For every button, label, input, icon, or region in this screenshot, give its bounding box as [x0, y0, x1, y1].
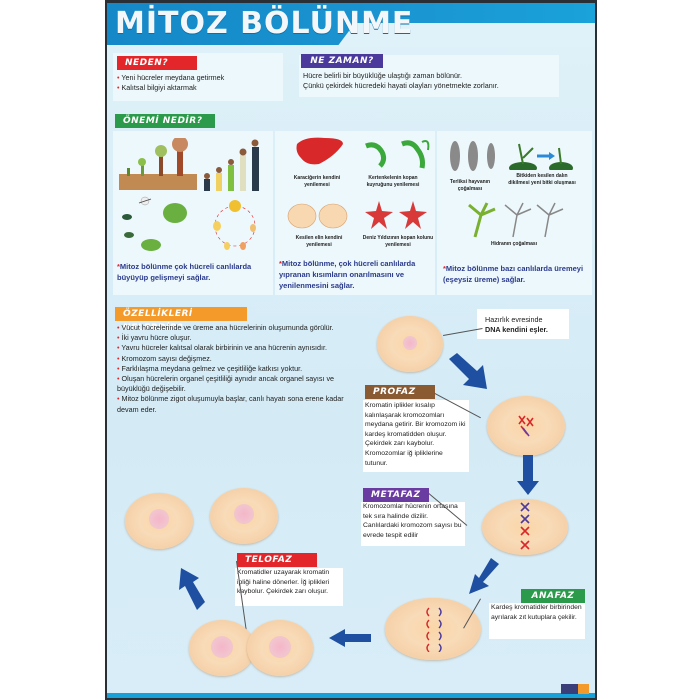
metafaz-text: Kromozomlar hücrenin ortasına tek sıra h…: [363, 503, 462, 539]
anafaz-cell: [385, 598, 481, 660]
ne-zaman-text: Hücre belirli bir büyüklüğe ulaştığı zam…: [303, 71, 499, 91]
anaphase-chromatids-icon: [426, 607, 442, 652]
nucleus: [149, 509, 169, 529]
telofaz-label: TELOFAZ: [237, 553, 317, 567]
chicken-life-cycle-illustration: [213, 200, 256, 250]
hand-illustration: [287, 203, 348, 229]
footer-bar: [107, 693, 595, 698]
liver-illustration: [296, 137, 343, 165]
lizard-illustration: [365, 140, 430, 169]
onemi-panel-growth: [113, 131, 273, 295]
ozellik-item: • Kromozom sayısı değişmez.: [117, 353, 212, 363]
nucleus: [234, 504, 254, 524]
neden-item: • Kalıtsal bilgiyi aktarmak: [117, 83, 197, 93]
metafaz-cell: [482, 499, 568, 555]
ne-zaman-label: NE ZAMAN?: [301, 54, 383, 68]
telofaz-text: Kromatidler uzayarak kromatin ipliği hal…: [237, 569, 330, 596]
ozellikleri-list: • Vücut hücrelerinde ve üreme ana hücrel…: [117, 323, 347, 415]
arrow-up-left-icon: [179, 568, 205, 610]
arrow-down-icon: [517, 455, 539, 495]
neden-list: • Yeni hücreler meydana getirmek • Kalıt…: [117, 73, 282, 93]
caption-plant-cutting: Bitkiden kesilen dalın dikilmesi yeni bi…: [508, 173, 576, 186]
chromosome-icon: [518, 415, 534, 437]
caption-liver: Karaciğerin kendini yenilemesi: [293, 175, 341, 188]
frog-life-cycle-illustration: [122, 196, 187, 251]
hydra-illustration: [468, 202, 564, 238]
starfish-illustration: [365, 201, 427, 229]
onemi-label: ÖNEMİ NEDİR?: [115, 114, 215, 128]
nucleus: [269, 636, 291, 658]
daughter-cell-right: [210, 488, 278, 544]
nucleus: [211, 636, 233, 658]
poster-title: MİTOZ BÖLÜNME: [115, 6, 414, 41]
telofaz-cell-right: [247, 620, 313, 676]
arrow-down-left-icon: [469, 558, 499, 594]
flatworm-illustration: [450, 141, 495, 171]
publisher-logo: [561, 684, 589, 694]
onemi-note-reproduction: *Mitoz bölünme bazı canlılarda üremeyi (…: [443, 264, 584, 284]
caption-hand: Kesilen elin kendini yenilemesi: [295, 235, 343, 248]
interphase-text: Hazırlık evresinde DNA kendini eşler.: [485, 315, 548, 335]
caption-lizard: Kertenkelenin kopan kuyruğunu yenilemesi: [366, 175, 420, 188]
arrow-down-right-icon: [449, 353, 487, 389]
nucleus: [403, 336, 417, 350]
ozellik-item: • Yavru hücreler kalıtsal olarak birbiri…: [117, 343, 328, 353]
metafaz-label: METAFAZ: [363, 488, 429, 502]
caption-hydra: Hidranın çoğalması: [490, 241, 538, 247]
plant-growth-illustration: [119, 138, 197, 190]
caption-starfish: Deniz Yıldızının kopan kolunu yenilemesi: [362, 235, 434, 248]
anafaz-text: Kardeş kromatidler birbirinden ayrılarak…: [491, 604, 582, 621]
neden-label: NEDEN?: [117, 56, 197, 70]
ozellik-item: • Vücut hücrelerinde ve üreme ana hücrel…: [117, 323, 334, 332]
human-growth-illustration: [204, 139, 259, 191]
mitoz-poster: MİTOZ BÖLÜNME NEDEN? • Yeni hücreler mey…: [105, 0, 597, 700]
ozellik-item: • Oluşan hücrelerin organel çeşitliliği …: [117, 374, 335, 394]
profaz-label: PROFAZ: [365, 385, 435, 399]
header-wedge: [337, 23, 595, 47]
anafaz-label: ANAFAZ: [521, 589, 585, 603]
profaz-textbox: [363, 400, 469, 472]
plant-cutting-illustration: [509, 143, 573, 170]
caption-paramecium: Terliksi hayvanın çoğalması: [449, 179, 491, 192]
ozellik-item: • Farklılaşma meydana gelmez ve çeşitlil…: [117, 363, 303, 373]
ozellikleri-label: ÖZELLİKLERİ NELERDİR?: [115, 307, 247, 333]
daughter-cell-left: [125, 493, 193, 549]
onemi-note-repair: *Mitoz bölünme, çok hücreli canlılarda y…: [279, 259, 416, 290]
anafaz-textbox: [489, 603, 585, 639]
neden-item: • Yeni hücreler meydana getirmek: [117, 73, 225, 82]
profaz-text: Kromatin iplikler kısalıp kalınlaşarak k…: [365, 402, 466, 467]
telofaz-cell-left: [189, 620, 255, 676]
interphase-cell: [377, 316, 443, 372]
arrow-left-icon: [329, 629, 371, 647]
metaphase-chromosomes-icon: [520, 502, 530, 550]
ozellik-item: • Mitoz bölünme zigot oluşumuyla başlar,…: [117, 394, 344, 414]
profaz-cell: [487, 396, 565, 456]
ozellik-item: • İki yavru hücre oluşur.: [117, 333, 192, 343]
telofaz-textbox: [235, 568, 343, 606]
onemi-note-growth: *Mitoz bölünme çok hücreli canlılarda bü…: [117, 262, 252, 282]
interphase-textbox: [477, 309, 569, 339]
